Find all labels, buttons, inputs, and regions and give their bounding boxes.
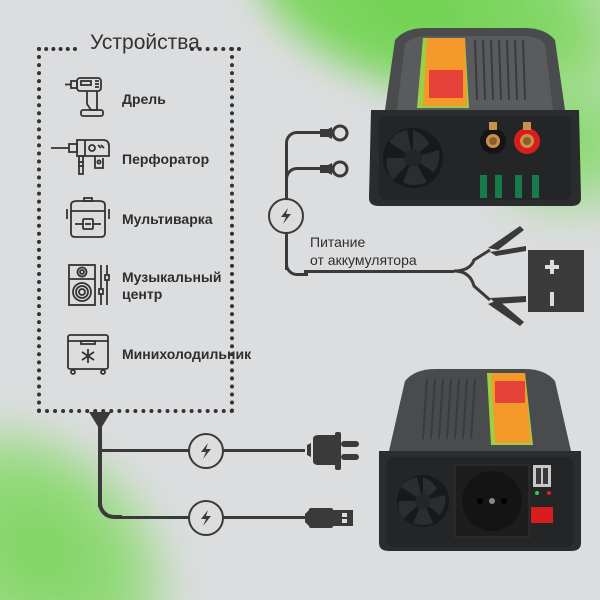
alligator-clamps-icon — [450, 218, 530, 343]
battery-power-bolt-icon — [268, 198, 304, 234]
devices-frame-top-left — [37, 47, 77, 51]
device-multicooker: Мультиварка — [58, 195, 213, 243]
speaker-system-icon — [58, 262, 118, 310]
devices-frame-top-right — [190, 47, 241, 51]
output-wire-curve — [98, 495, 122, 519]
device-label: Дрель — [122, 90, 166, 107]
ring-terminal-lead-2 — [300, 167, 322, 170]
device-hammer-drill: Перфоратор — [50, 135, 209, 183]
inverter-front-view — [375, 355, 585, 555]
devices-title: Устройства — [90, 31, 200, 54]
battery-wire-curve — [285, 258, 308, 276]
device-label: Минихолодильник — [122, 345, 252, 362]
battery-caption-line1: Питание — [310, 234, 366, 250]
device-music-center: Музыкальный центр — [58, 262, 222, 310]
device-label-line2: центр — [122, 286, 163, 302]
battery-wire-horizontal — [304, 270, 454, 273]
usb-plug-icon — [305, 506, 357, 535]
inverter-rear-view — [365, 10, 585, 210]
battery-caption-line2: от аккумулятора — [310, 252, 417, 268]
device-label: Мультиварка — [122, 210, 213, 227]
multicooker-icon — [58, 195, 118, 243]
usb-power-bolt-icon — [188, 500, 224, 536]
device-label: Музыкальный центр — [122, 269, 222, 303]
devices-frame — [37, 47, 234, 413]
ring-terminal-icon-2 — [320, 160, 350, 183]
drill-icon — [58, 75, 118, 123]
output-arrow-icon — [89, 412, 111, 430]
ring-terminal-icon-1 — [320, 124, 350, 147]
mini-fridge-icon — [58, 330, 118, 378]
hammer-drill-icon — [50, 135, 118, 183]
output-wire-trunk — [98, 425, 102, 507]
ac-plug-icon — [305, 431, 361, 476]
device-drill: Дрель — [58, 75, 166, 123]
battery-caption: Питание от аккумулятора — [310, 233, 417, 269]
device-mini-fridge: Минихолодильник — [58, 330, 251, 378]
device-label: Перфоратор — [122, 150, 210, 167]
ring-terminal-wire-1 — [285, 131, 304, 148]
ac-power-bolt-icon — [188, 433, 224, 469]
car-battery-icon — [524, 242, 584, 317]
ring-terminal-lead-1 — [300, 131, 322, 134]
ring-terminal-wire-2 — [285, 167, 304, 184]
device-label-line1: Музыкальный — [122, 269, 222, 285]
